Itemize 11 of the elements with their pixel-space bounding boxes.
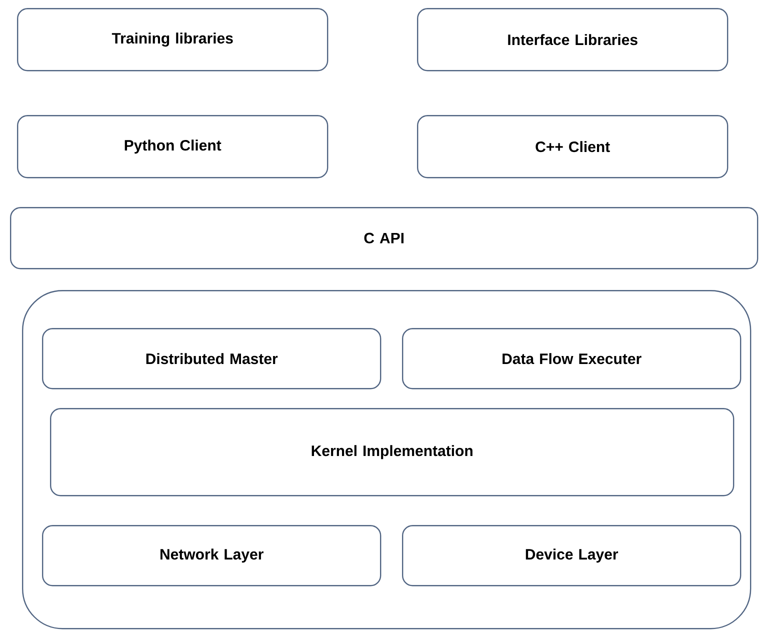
layer-box: Data Flow Executer [402, 328, 742, 390]
layer-box: C API [10, 207, 758, 270]
layer-box: C++ Client [417, 115, 728, 178]
layer-box: Distributed Master [42, 328, 382, 390]
layer-box: Network Layer [42, 525, 382, 586]
layer-box: Device Layer [402, 525, 742, 586]
container-box [22, 290, 752, 630]
layer-box: Training libraries [17, 8, 328, 72]
layer-box: Kernel Implementation [50, 408, 734, 496]
layer-box: Interface Libraries [417, 8, 728, 72]
layer-box: Python Client [17, 115, 328, 178]
